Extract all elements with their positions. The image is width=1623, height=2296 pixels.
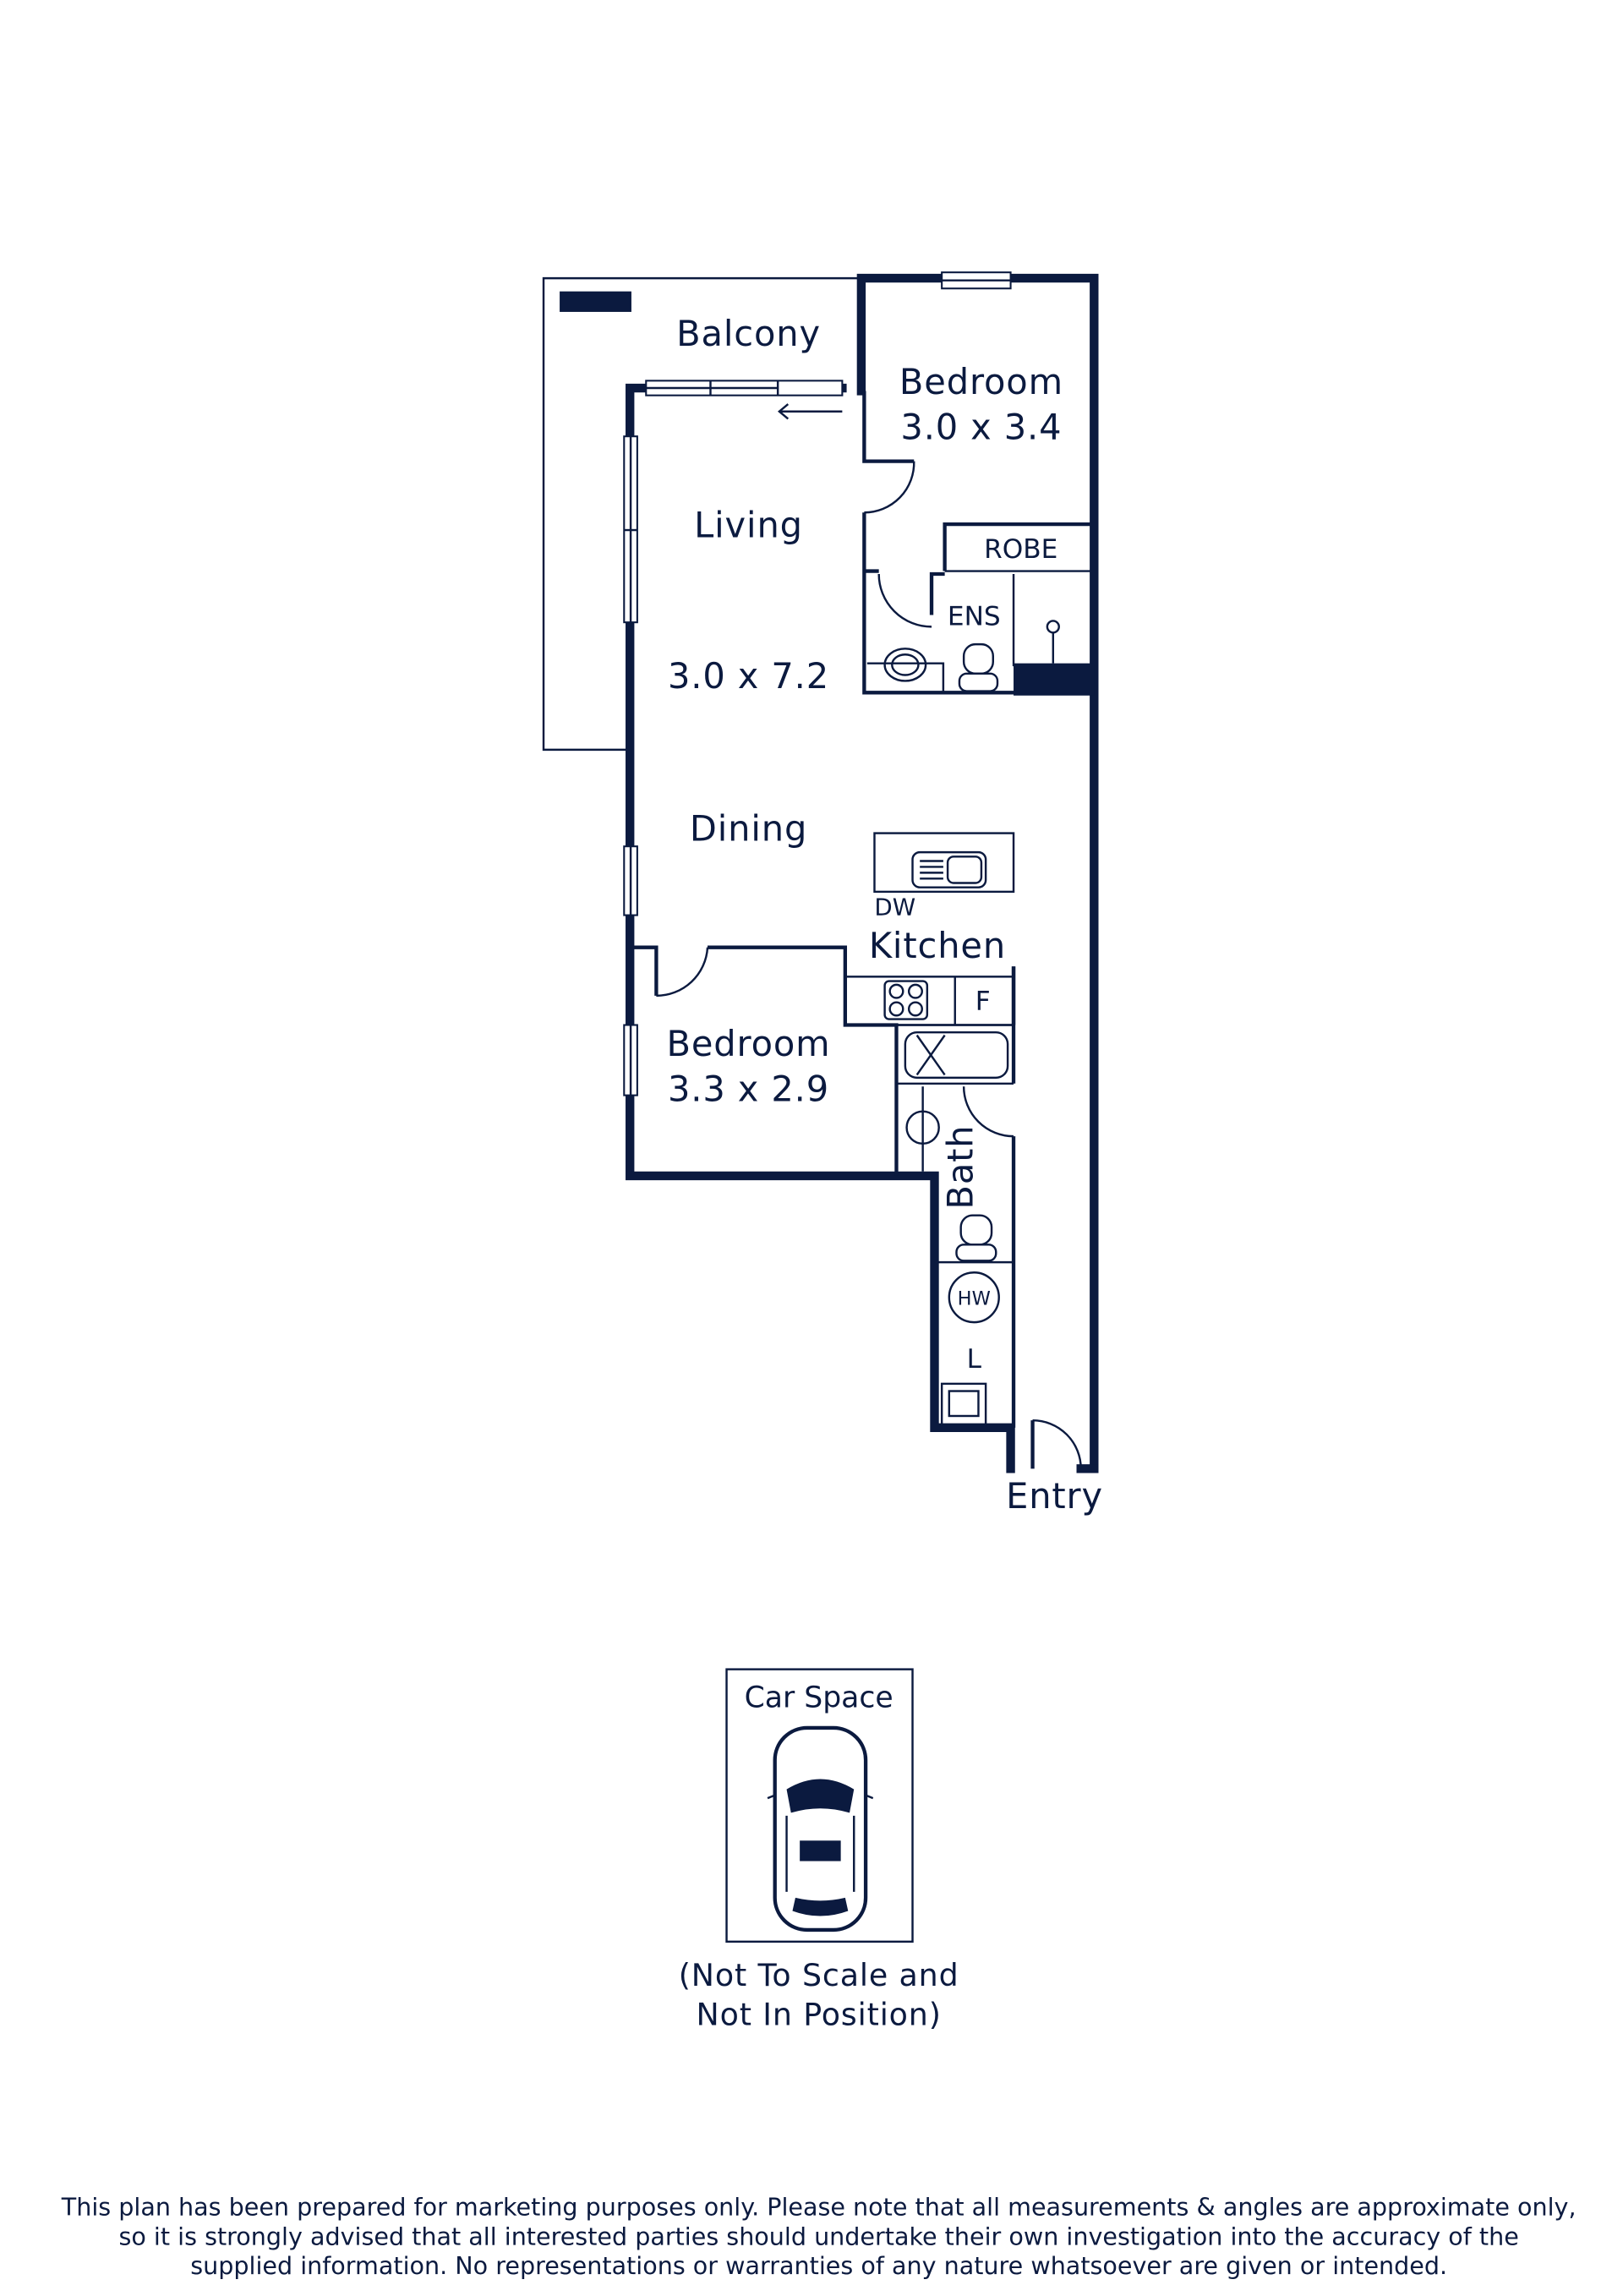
sliding-door — [645, 380, 844, 420]
toilet-icon — [955, 1214, 997, 1262]
door-arc-icon — [864, 461, 915, 514]
kitchen-island — [873, 832, 1015, 894]
car-space: Car Space — [725, 1668, 914, 1943]
label-hot-water: HW — [958, 1287, 991, 1309]
bathtub-icon — [904, 1030, 1009, 1080]
disclaimer-line-1: This plan has been prepared for marketin… — [61, 2193, 1577, 2222]
door-arc-icon — [877, 573, 932, 628]
label-entry: Entry — [1006, 1475, 1103, 1517]
label-bedroom1: Bedroom — [899, 361, 1063, 402]
cooktop-icon — [883, 980, 929, 1020]
label-dishwasher: DW — [874, 894, 915, 921]
label-living-size: 3.0 x 7.2 — [668, 655, 829, 697]
disclaimer-line-2: so it is strongly advised that all inter… — [118, 2222, 1518, 2250]
label-ensuite: ENS — [948, 602, 1001, 632]
label-balcony: Balcony — [676, 313, 821, 354]
label-bath: Bath — [940, 1124, 981, 1209]
door-arc-icon — [656, 947, 709, 998]
door-arc-icon — [1032, 1419, 1082, 1469]
balcony — [542, 276, 861, 752]
label-laundry: L — [967, 1344, 982, 1375]
shower-icon — [1046, 620, 1060, 664]
door-swings — [656, 461, 1082, 1469]
label-dining: Dining — [690, 807, 807, 849]
label-robe: ROBE — [984, 534, 1057, 565]
fixtures — [844, 620, 1060, 1426]
label-bedroom2: Bedroom — [666, 1023, 830, 1064]
toilet-icon — [958, 642, 999, 692]
car-space-note-line1: (Not To Scale and — [679, 1957, 959, 1993]
windows — [623, 271, 1012, 1096]
walls — [626, 273, 1099, 1473]
label-kitchen: Kitchen — [869, 925, 1006, 966]
basin-icon — [905, 1086, 940, 1172]
car-space-label: Car Space — [745, 1681, 893, 1715]
car-icon — [767, 1725, 874, 1932]
sink-icon — [911, 850, 987, 888]
washing-machine-icon — [940, 1382, 987, 1426]
car-space-note-line2: Not In Position) — [697, 1997, 942, 2033]
label-fridge: F — [975, 987, 991, 1017]
hot-water-unit — [948, 1271, 1000, 1324]
door-arc-icon — [962, 1086, 1014, 1138]
basin-icon — [883, 648, 927, 682]
label-bedroom1-size: 3.0 x 3.4 — [900, 407, 1062, 448]
disclaimer-line-3: supplied information. No representations… — [190, 2251, 1447, 2280]
arrow-left-icon — [777, 403, 843, 420]
label-living: Living — [694, 505, 803, 546]
label-bedroom2-size: 3.3 x 2.9 — [668, 1069, 829, 1110]
